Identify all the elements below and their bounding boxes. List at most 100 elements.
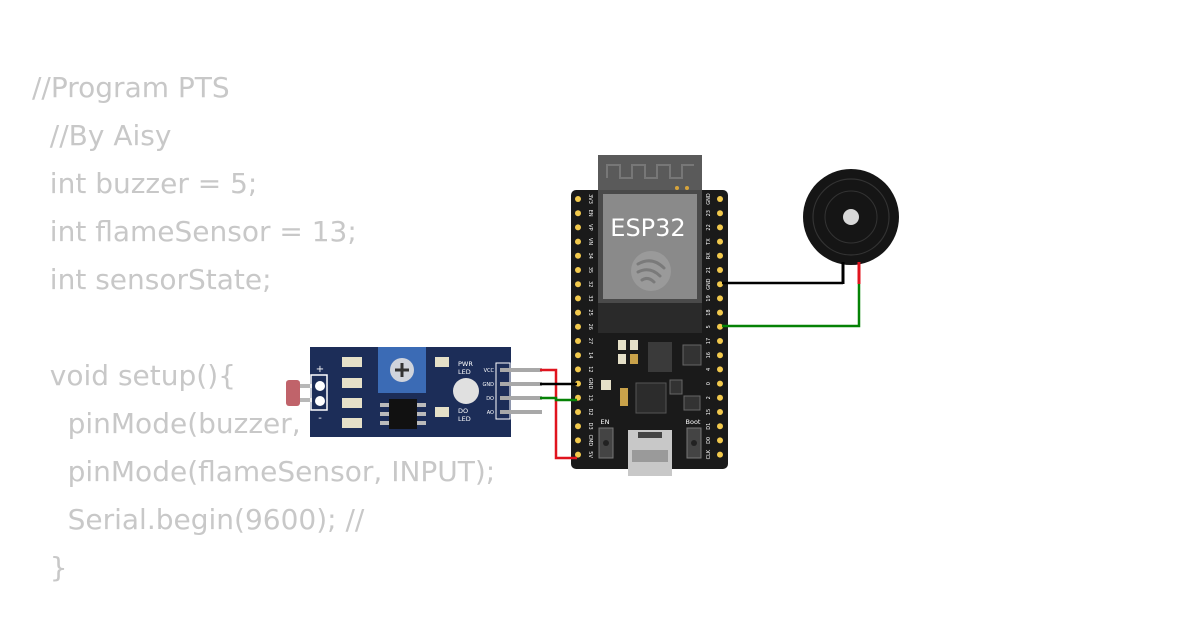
pin-label: GND [706,193,712,205]
code-line: //By Aisy [32,119,172,152]
chip-pin [380,403,389,407]
header-pin[interactable] [717,409,723,415]
pin-label: CLK [706,449,712,459]
pin-label: 3V3 [587,194,593,204]
pin-label: D1 [706,423,712,430]
sensor-pin[interactable] [500,396,542,400]
esp32-cap [618,354,626,364]
header-pin[interactable] [575,267,581,273]
buzzer-center [843,209,859,225]
sensor-pin[interactable] [500,368,542,372]
header-pin[interactable] [575,451,581,458]
header-pin[interactable] [717,380,723,387]
header-pin[interactable] [575,423,581,430]
header-pin[interactable] [575,352,581,359]
header-pin[interactable] [575,238,581,245]
esp32-left-header: 3V3ENVPVN343532332526271412GND13D2D3CMD5… [575,194,593,458]
header-pin[interactable] [575,196,581,202]
pin-label: 33 [587,295,593,301]
header-pin[interactable] [575,338,581,344]
chip-pin [380,421,389,425]
pin-label: D2 [587,408,593,415]
pin-label: 13 [587,395,593,401]
usb-port [632,450,668,462]
header-pin[interactable] [717,224,723,231]
wire-do-13[interactable] [540,396,577,402]
header-pin[interactable] [575,224,581,231]
header-pin[interactable] [575,252,581,259]
header-pin[interactable] [717,210,723,217]
led-indicator [453,378,479,404]
header-pin[interactable] [717,338,723,344]
pin-label: 34 [587,253,593,259]
antenna-pad [675,186,679,190]
pin-label: GND [706,278,712,290]
header-pin[interactable] [575,210,581,217]
header-pin[interactable] [717,366,723,373]
wire-vcc-5v[interactable] [540,368,577,460]
chip-pin [417,403,426,407]
header-pin[interactable] [717,323,723,330]
pin-label: 19 [706,295,712,301]
header-pin[interactable] [717,238,723,245]
chip-pin [380,412,389,416]
esp32-cap [630,340,638,350]
sensor-resistor [342,357,362,367]
en-button-cap [603,440,609,446]
header-pin[interactable] [575,281,581,288]
header-pin[interactable] [717,437,723,444]
buzzer-inner-ring [824,190,878,244]
header-pin[interactable] [717,281,723,288]
do-led-label: DO [458,407,468,415]
header-pin[interactable] [717,394,723,401]
header-pin[interactable] [717,196,723,202]
header-pin[interactable] [717,423,723,430]
esp32-usb-chip [635,382,667,414]
header-pin[interactable] [717,295,723,302]
wire-buzzer-5[interactable] [722,284,861,328]
usb-pins [638,432,662,438]
buzzer[interactable] [803,169,899,284]
header-pin[interactable] [575,309,581,316]
header-pin[interactable] [717,252,723,259]
esp32-cap [618,340,626,350]
pin-label: 12 [587,366,593,372]
header-pin[interactable] [717,309,723,316]
pin-label: 15 [706,409,712,415]
code-line: void setup(){ [32,359,236,392]
header-pin[interactable] [575,366,581,373]
header-pin[interactable] [575,323,581,330]
connector-pad [315,396,325,406]
esp32-board[interactable]: ESP32 3V3ENVPVN343532332526271412GND13D2… [571,155,728,476]
pin-label: 14 [587,352,593,358]
do-led-label-2: LED [458,415,471,423]
pin-label: 18 [706,309,712,315]
pin-label: 5 [706,325,712,328]
header-pin[interactable] [717,352,723,359]
pin-label: 17 [706,338,712,344]
header-pin[interactable] [575,437,581,444]
header-pin[interactable] [575,295,581,302]
header-pin[interactable] [575,409,581,415]
esp32-regulator [648,342,672,372]
pin-label: EN [587,210,593,217]
code-line: pinMode(flameSensor, INPUT); [32,455,496,488]
sensor-pin-label: VCC [484,368,495,374]
pin-label: 26 [587,324,593,330]
sensor-pin[interactable] [500,410,542,414]
header-pin[interactable] [717,451,723,458]
sensor-resistor [342,418,362,428]
sensor-pin[interactable] [500,382,542,386]
esp32-module-base [598,303,702,333]
pin-label: 0 [706,382,712,385]
pin-label: D0 [706,437,712,444]
pwr-led-label-2: LED [458,368,471,376]
espressif-logo-mark [636,259,666,284]
esp32-cap [630,354,638,364]
sensor-pin-label: DO [486,396,494,402]
wires [540,281,861,460]
pwr-led-label: PWR [458,360,473,368]
header-pin[interactable] [717,267,723,273]
